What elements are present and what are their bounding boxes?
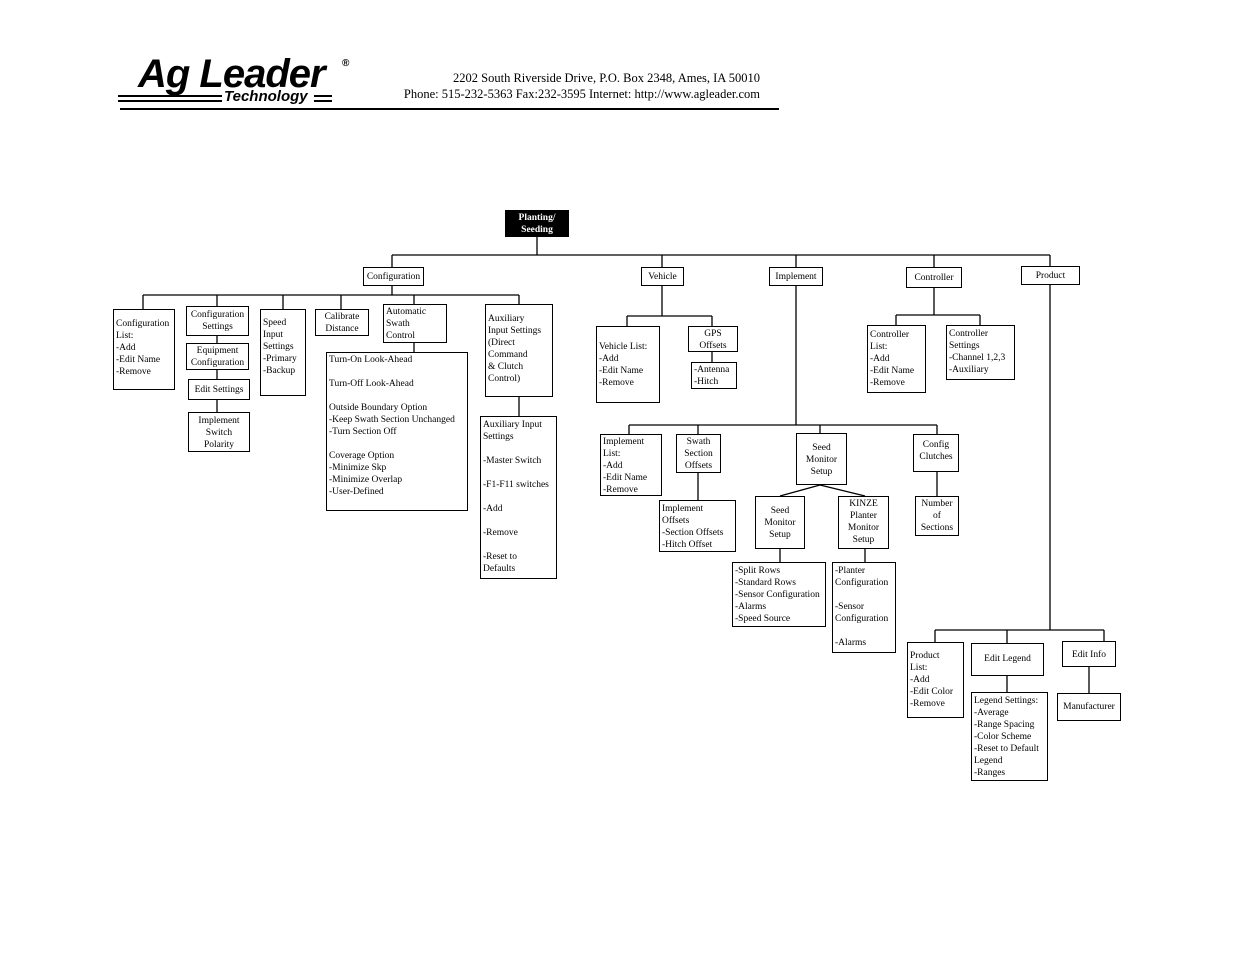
header-rule (120, 108, 779, 110)
product-node[interactable]: Product (1021, 266, 1080, 285)
auxiliary-input-settings-node: Auxiliary Input Settings -Master Switch … (480, 416, 557, 579)
edit-settings-node[interactable]: Edit Settings (188, 379, 250, 400)
logo-bar (118, 95, 222, 97)
implement-offsets-node[interactable]: Implement Offsets -Section Offsets -Hitc… (659, 500, 736, 552)
equipment-configuration-node[interactable]: Equipment Configuration (186, 343, 249, 370)
product-list-node[interactable]: Product List: -Add -Edit Color -Remove (907, 642, 964, 718)
ag-leader-logo: Ag Leader ® Technology (118, 52, 363, 112)
kinze-options-node: -Planter Configuration -Sensor Configura… (832, 562, 896, 653)
gps-offset-items-node: -Antenna -Hitch (691, 362, 737, 389)
controller-list-node[interactable]: Controller List: -Add -Edit Name -Remove (867, 325, 926, 393)
swath-control-options-node: Turn-On Look-Ahead Turn-Off Look-Ahead O… (326, 352, 468, 511)
number-of-sections-node[interactable]: Number of Sections (915, 496, 959, 536)
logo-subtext: Technology (224, 88, 308, 105)
implement-switch-polarity-node[interactable]: Implement Switch Polarity (188, 412, 250, 452)
swath-section-offsets-node[interactable]: Swath Section Offsets (676, 434, 721, 473)
configuration-list-node[interactable]: Configuration List: -Add -Edit Name -Rem… (113, 309, 175, 390)
company-contact: Phone: 515-232-5363 Fax:232-3595 Interne… (403, 87, 760, 101)
config-clutches-node[interactable]: Config Clutches (913, 434, 959, 472)
registered-mark: ® (342, 58, 350, 69)
edit-legend-node[interactable]: Edit Legend (971, 643, 1044, 676)
logo-bar (314, 95, 332, 97)
seed-monitor-setup-node[interactable]: Seed Monitor Setup (796, 433, 847, 485)
implement-node[interactable]: Implement (769, 267, 823, 286)
seed-monitor-setup-sub-node[interactable]: Seed Monitor Setup (755, 496, 805, 549)
auxiliary-input-node[interactable]: Auxiliary Input Settings (Direct Command… (485, 304, 553, 397)
controller-settings-node[interactable]: Controller Settings -Channel 1,2,3 -Auxi… (946, 325, 1015, 380)
controller-node[interactable]: Controller (906, 267, 962, 288)
logo-bar (118, 100, 222, 102)
speed-input-settings-node[interactable]: Speed Input Settings -Primary -Backup (260, 309, 306, 396)
calibrate-distance-node[interactable]: Calibrate Distance (315, 309, 369, 336)
configuration-settings-node[interactable]: Configuration Settings (186, 306, 249, 336)
automatic-swath-control-node[interactable]: Automatic Swath Control (383, 304, 447, 343)
legend-settings-node: Legend Settings: -Average -Range Spacing… (971, 692, 1048, 781)
kinze-planter-monitor-setup-node[interactable]: KINZE Planter Monitor Setup (838, 496, 889, 549)
manufacturer-node[interactable]: Manufacturer (1057, 693, 1121, 721)
vehicle-list-node[interactable]: Vehicle List: -Add -Edit Name -Remove (596, 326, 660, 403)
logo-text: Ag Leader (138, 52, 326, 96)
seed-monitor-options-node: -Split Rows -Standard Rows -Sensor Confi… (732, 562, 826, 627)
vehicle-node[interactable]: Vehicle (641, 267, 684, 286)
gps-offsets-node[interactable]: GPS Offsets (688, 326, 738, 352)
implement-list-node[interactable]: Implement List: -Add -Edit Name -Remove (600, 434, 662, 496)
configuration-node[interactable]: Configuration (363, 267, 424, 286)
root-planting-seeding[interactable]: Planting/ Seeding (505, 210, 569, 237)
edit-info-node[interactable]: Edit Info (1062, 641, 1116, 667)
logo-bar (314, 100, 332, 102)
company-address: 2202 South Riverside Drive, P.O. Box 234… (453, 71, 760, 85)
